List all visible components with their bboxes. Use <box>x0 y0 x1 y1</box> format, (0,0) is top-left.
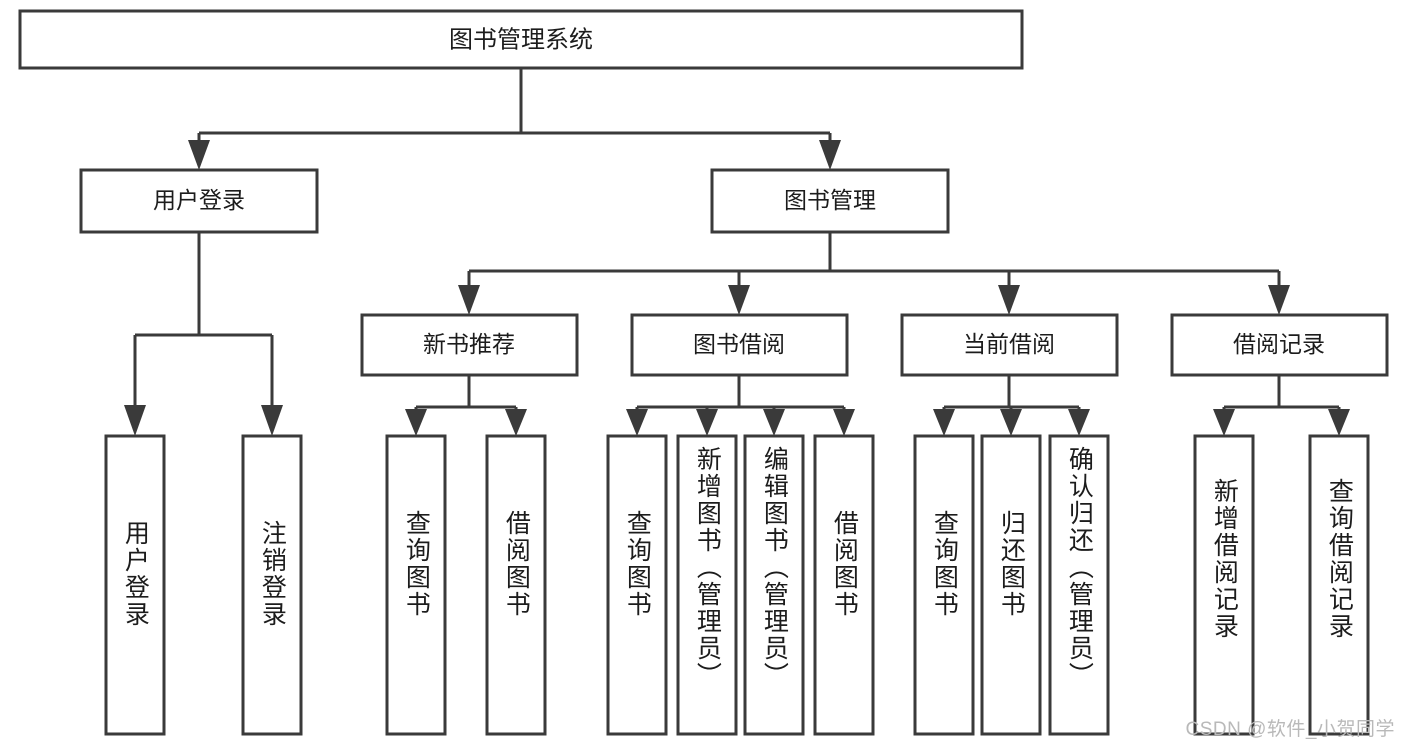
leaf-box-confirm-return[interactable] <box>1048 434 1110 736</box>
connector-borrow-record-to-leaves <box>1213 375 1350 436</box>
arrow-head-leaf-edit-book <box>763 409 785 436</box>
node-book-management[interactable]: 图书管理 <box>710 168 950 234</box>
arrow-head-borrow-record <box>1268 285 1290 315</box>
leaf-box-add-record[interactable] <box>1193 434 1255 736</box>
node-book-management-rect[interactable] <box>710 168 950 234</box>
node-new-book-recommend[interactable]: 新书推荐 <box>360 313 579 377</box>
leaf-box-query-record[interactable] <box>1308 434 1370 736</box>
arrow-head-leaf-return-book <box>1000 409 1022 436</box>
arrow-head-book-borrow <box>728 285 750 315</box>
node-current-borrow-rect[interactable] <box>900 313 1119 377</box>
connector-user-login-to-leaves <box>124 232 283 436</box>
watermark-text: CSDN @软件_小贺同学 <box>1185 719 1395 740</box>
node-borrow-record[interactable]: 借阅记录 <box>1170 313 1389 377</box>
leaf-box-query-book-2[interactable] <box>606 434 668 736</box>
leaf-box-logout[interactable] <box>241 434 303 736</box>
connector-new-book-rec-to-leaves <box>405 375 527 436</box>
arrow-head-book-mgmt <box>819 140 841 170</box>
leaf-box-edit-book[interactable] <box>743 434 805 736</box>
node-book-borrow-rect[interactable] <box>630 313 849 377</box>
connector-root-to-level2 <box>188 68 841 170</box>
arrow-head-leaf-add-record <box>1213 409 1235 436</box>
arrow-head-leaf-query-book-3 <box>933 409 955 436</box>
arrow-head-current-borrow <box>998 285 1020 315</box>
leaf-box-borrow-book-1[interactable] <box>485 434 547 736</box>
node-borrow-record-label: 借阅记录 <box>1233 331 1325 357</box>
node-book-borrow-label: 图书借阅 <box>693 331 785 357</box>
node-new-book-recommend-rect[interactable] <box>360 313 579 377</box>
arrow-head-leaf-add-book <box>696 409 718 436</box>
node-current-borrow[interactable]: 当前借阅 <box>900 313 1119 377</box>
leaf-box-return-book[interactable] <box>980 434 1042 736</box>
node-user-login-label: 用户登录 <box>153 187 245 213</box>
node-root[interactable]: 图书管理系统 <box>18 9 1024 70</box>
leaf-box-user-login[interactable] <box>104 434 166 736</box>
connector-current-borrow-to-leaves <box>933 375 1090 436</box>
leaf-box-query-book-1[interactable] <box>385 434 447 736</box>
node-user-login[interactable]: 用户登录 <box>79 168 319 234</box>
arrow-head-leaf-borrow-book-1 <box>505 409 527 436</box>
node-book-borrow[interactable]: 图书借阅 <box>630 313 849 377</box>
node-current-borrow-label: 当前借阅 <box>963 331 1055 357</box>
leaf-boxes <box>104 434 1370 736</box>
leaf-box-add-book[interactable] <box>676 434 738 736</box>
arrow-head-new-book-rec <box>458 285 480 315</box>
arrow-head-leaf-confirm-return <box>1068 409 1090 436</box>
arrow-head-leaf-user-login <box>124 405 146 436</box>
arrow-head-leaf-query-book-2 <box>626 409 648 436</box>
arrow-head-leaf-query-record <box>1328 409 1350 436</box>
leaf-box-borrow-book-2[interactable] <box>813 434 875 736</box>
arrow-head-leaf-borrow-book-2 <box>833 409 855 436</box>
connector-book-mgmt-to-level3 <box>458 232 1290 315</box>
node-book-management-label: 图书管理 <box>784 187 876 213</box>
node-new-book-recommend-label: 新书推荐 <box>423 331 515 357</box>
arrow-head-user-login <box>188 140 210 170</box>
node-root-rect[interactable] <box>18 9 1024 70</box>
connector-book-borrow-to-leaves <box>626 375 855 436</box>
node-root-label: 图书管理系统 <box>449 26 593 53</box>
arrow-head-leaf-query-book-1 <box>405 409 427 436</box>
node-borrow-record-rect[interactable] <box>1170 313 1389 377</box>
leaf-box-query-book-3[interactable] <box>913 434 975 736</box>
arrow-head-leaf-logout <box>261 405 283 436</box>
